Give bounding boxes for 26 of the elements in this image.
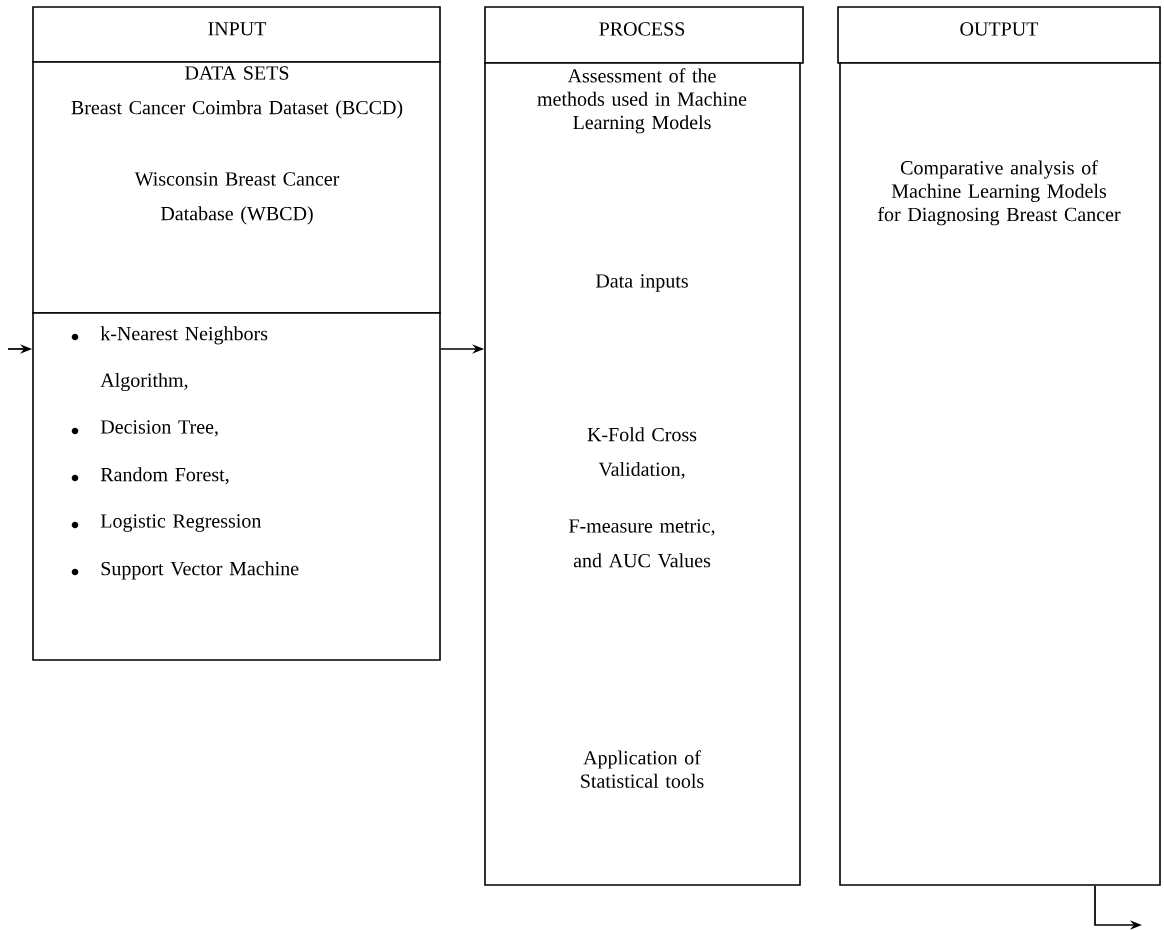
box-text: PROCESS (599, 22, 685, 36)
box-text: Breast Cancer Coimbra Dataset (BCCD) (71, 100, 403, 119)
box-text: INPUT (208, 22, 267, 36)
list-item: Support Vector Machine (101, 561, 299, 580)
bullet-point (71, 568, 79, 576)
header-box (837, 6, 1161, 64)
box-text: OUTPUT (960, 22, 1039, 36)
bullet-point (71, 521, 79, 529)
box-text: Assessment of the methods used in Machine Learning Models (537, 68, 747, 134)
box-text: Wisconsin Breast Cancer Database (WBCD) (134, 172, 340, 225)
header-box (484, 6, 804, 64)
list-item: k-Nearest Neighbors Algorithm, (100, 326, 268, 392)
bullet-point (71, 474, 79, 482)
header-box (32, 6, 441, 63)
column-box (32, 312, 441, 661)
list-item: Random Forest, (100, 467, 229, 485)
box-text: Application of Statistical tools (581, 750, 704, 788)
list-item: Logistic Regression (100, 514, 262, 532)
box-text: Comparative analysis of Machine Learning Models for Diagnosing Breast Cancer (878, 160, 1121, 226)
box-text: F-measure metric, and AUC Values (569, 519, 715, 568)
list-item: Decision Tree, (100, 420, 218, 437)
box-text: K-Fold Cross Validation, (587, 427, 697, 479)
box-text: Data inputs (595, 274, 688, 292)
box-text: DATA SETS (185, 66, 289, 80)
bullet-point (71, 427, 79, 435)
bullet-point (71, 333, 79, 341)
